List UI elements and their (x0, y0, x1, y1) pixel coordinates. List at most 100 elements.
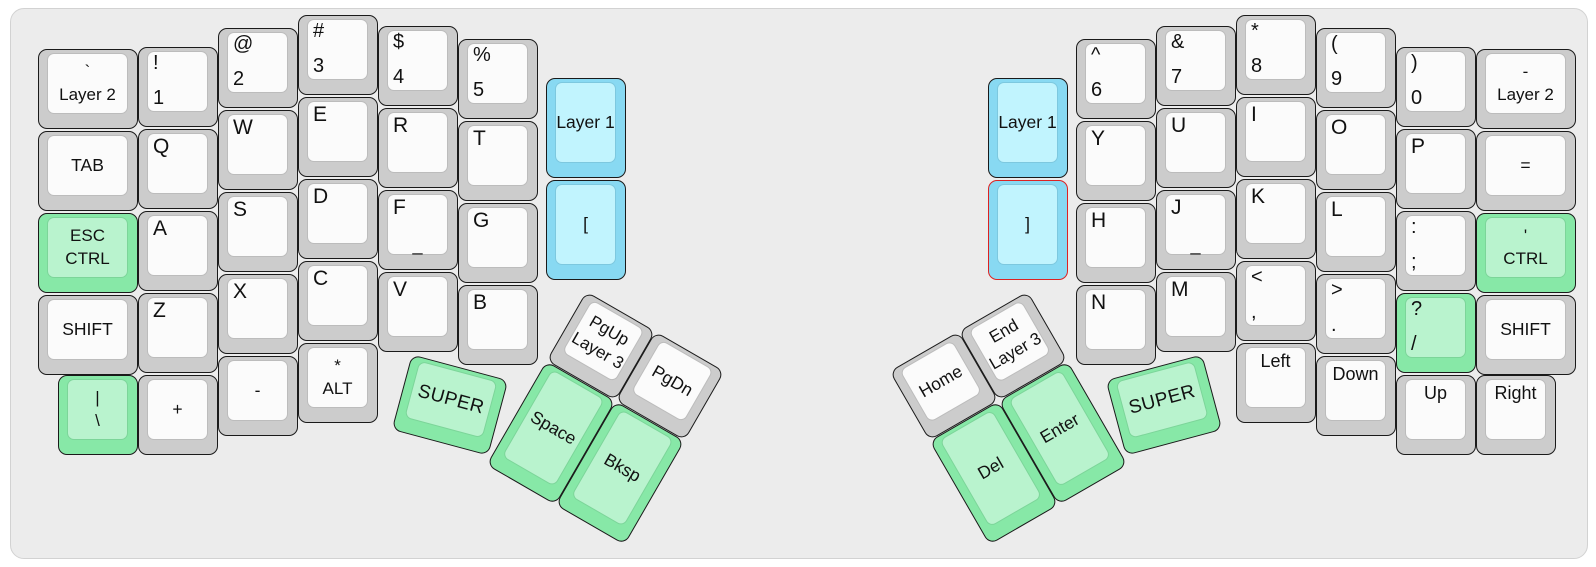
key-minus-layer2[interactable]: -Layer 2 (1476, 49, 1576, 129)
key-grave-layer2[interactable]: `Layer 2 (38, 49, 138, 129)
keycap-top: $4 (388, 31, 447, 90)
key-label: . (1331, 314, 1337, 336)
key-t[interactable]: T (458, 121, 538, 201)
key-label: Up (1423, 383, 1447, 403)
key-slash[interactable]: ?/ (1396, 293, 1476, 373)
key-o[interactable]: O (1316, 110, 1396, 190)
key-label: Y (1091, 127, 1106, 150)
keycap-top: %5 (468, 44, 527, 103)
key-z[interactable]: Z (138, 293, 218, 373)
key-num1[interactable]: !1 (138, 47, 218, 127)
key-quote-ctrl[interactable]: 'CTRL (1476, 213, 1576, 293)
key-period[interactable]: >. (1316, 274, 1396, 354)
key-minus[interactable]: - (218, 356, 298, 436)
key-label: ESC (70, 226, 105, 246)
key-num6[interactable]: ^6 (1076, 39, 1156, 119)
key-x[interactable]: X (218, 274, 298, 354)
key-w[interactable]: W (218, 110, 298, 190)
key-semicolon[interactable]: :; (1396, 211, 1476, 291)
key-label: ( (1331, 33, 1338, 55)
keycap-top: Right (1486, 380, 1545, 439)
key-b[interactable]: B (458, 285, 538, 365)
key-label: ) (1411, 52, 1418, 74)
key-label: 0 (1411, 87, 1423, 109)
key-c[interactable]: C (298, 261, 378, 341)
key-shift-right[interactable]: SHIFT (1476, 295, 1576, 375)
key-u[interactable]: U (1156, 108, 1236, 188)
keycap-top: J_ (1166, 195, 1225, 255)
key-label: S (233, 198, 248, 221)
keycap-top: W (228, 115, 287, 174)
key-label: I (1251, 103, 1257, 126)
key-comma[interactable]: <, (1236, 261, 1316, 341)
keycap-top: I (1246, 102, 1305, 161)
key-label: F (393, 196, 406, 219)
key-equals[interactable]: = (1476, 131, 1576, 211)
key-e[interactable]: E (298, 97, 378, 177)
key-rbracket[interactable]: ] (988, 180, 1068, 280)
key-j[interactable]: J_ (1156, 190, 1236, 270)
key-plus[interactable]: + (138, 375, 218, 455)
keycap-top: SUPER (1116, 362, 1208, 438)
key-lbracket[interactable]: [ (546, 180, 626, 280)
key-f[interactable]: F_ (378, 190, 458, 270)
key-label: C (313, 267, 329, 290)
key-num5[interactable]: %5 (458, 39, 538, 119)
key-h[interactable]: H (1076, 203, 1156, 283)
key-left-arrow[interactable]: Left (1236, 343, 1316, 423)
key-tab[interactable]: TAB (38, 131, 138, 211)
key-label: , (1251, 301, 1257, 323)
key-s[interactable]: S (218, 192, 298, 272)
key-up-arrow[interactable]: Up (1396, 375, 1476, 455)
keycap-top: Q (148, 134, 207, 193)
key-n[interactable]: N (1076, 285, 1156, 365)
key-layer1-left[interactable]: Layer 1 (546, 78, 626, 178)
key-l[interactable]: L (1316, 192, 1396, 272)
keycap-top: = (1486, 136, 1565, 195)
key-label: ! (153, 52, 159, 74)
keycap-top: K (1246, 184, 1305, 243)
key-num2[interactable]: @2 (218, 28, 298, 108)
key-v[interactable]: V (378, 272, 458, 352)
key-label: _ (412, 235, 423, 255)
key-y[interactable]: Y (1076, 121, 1156, 201)
keycap-top: Layer 1 (556, 83, 615, 162)
key-num7[interactable]: &7 (1156, 26, 1236, 106)
key-pipe-backslash[interactable]: |\ (58, 375, 138, 455)
key-i[interactable]: I (1236, 97, 1316, 177)
key-a[interactable]: A (138, 211, 218, 291)
key-label: ALT (322, 378, 353, 398)
key-label: ^ (1091, 44, 1101, 66)
key-label: X (233, 280, 248, 303)
key-label: Del (974, 452, 1007, 484)
key-r[interactable]: R (378, 108, 458, 188)
key-num0[interactable]: )0 (1396, 47, 1476, 127)
key-star-alt[interactable]: *ALT (298, 343, 378, 423)
keycap-top: |\ (68, 380, 127, 439)
keycap-top: S (228, 197, 287, 256)
key-p[interactable]: P (1396, 129, 1476, 209)
key-q[interactable]: Q (138, 129, 218, 209)
key-g[interactable]: G (458, 203, 538, 283)
key-num8[interactable]: *8 (1236, 15, 1316, 95)
key-m[interactable]: M (1156, 272, 1236, 352)
key-label: / (1411, 333, 1417, 355)
key-d[interactable]: D (298, 179, 378, 259)
key-num9[interactable]: (9 (1316, 28, 1396, 108)
keycap-top: Left (1246, 348, 1305, 407)
key-label: [ (583, 214, 588, 234)
key-shift-left[interactable]: SHIFT (38, 295, 138, 375)
key-num3[interactable]: #3 (298, 15, 378, 95)
key-right-arrow[interactable]: Right (1476, 375, 1556, 455)
key-label: Q (153, 135, 170, 158)
keycap-top: D (308, 184, 367, 243)
key-layer1-right[interactable]: Layer 1 (988, 78, 1068, 178)
key-num4[interactable]: $4 (378, 26, 458, 106)
key-down-arrow[interactable]: Down (1316, 356, 1396, 436)
key-k[interactable]: K (1236, 179, 1316, 259)
keycap-top: `Layer 2 (48, 54, 127, 113)
key-label: 4 (393, 66, 405, 88)
key-label: 9 (1331, 68, 1343, 90)
keycap-top: E (308, 102, 367, 161)
